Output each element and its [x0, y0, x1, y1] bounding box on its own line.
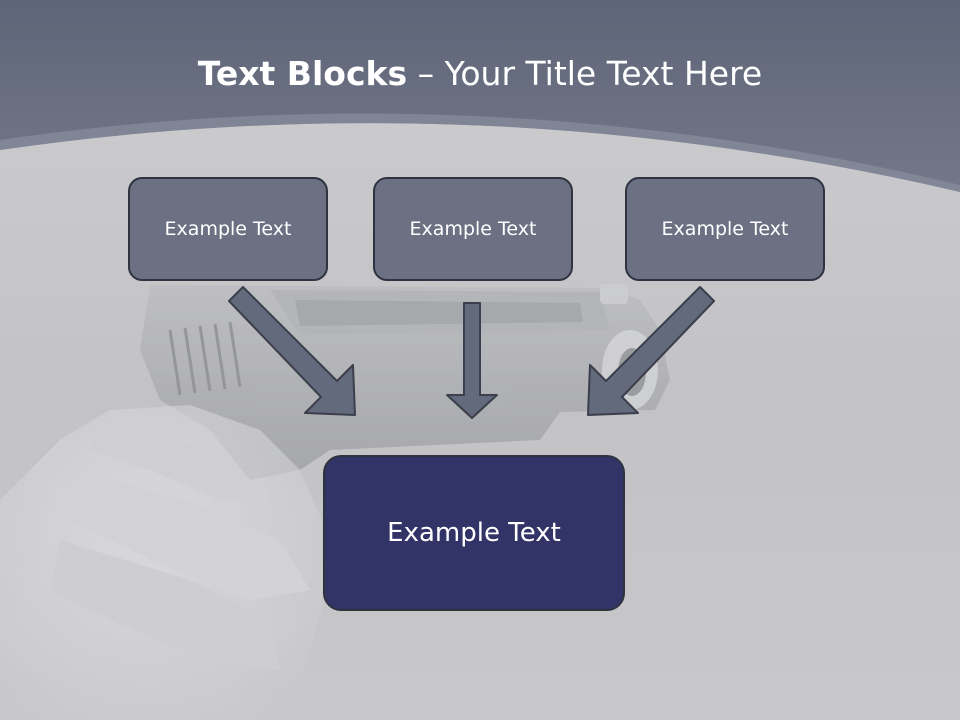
text-block-1: Example Text — [128, 177, 328, 281]
hand-photo — [0, 405, 322, 720]
text-block-3-label: Example Text — [661, 218, 789, 240]
text-block-2-label: Example Text — [409, 218, 537, 240]
title-rest: Your Title Text Here — [444, 54, 763, 93]
arrow-center — [446, 302, 498, 419]
title-bold: Text Blocks — [197, 54, 408, 93]
text-block-2: Example Text — [373, 177, 573, 281]
text-block-1-label: Example Text — [164, 218, 292, 240]
header-swoosh — [0, 113, 960, 192]
arrow-left — [228, 286, 356, 416]
target-text-block: Example Text — [323, 455, 625, 611]
title-dash: – — [407, 54, 445, 93]
text-block-3: Example Text — [625, 177, 825, 281]
arrow-right — [587, 286, 715, 416]
target-text-block-label: Example Text — [387, 518, 561, 548]
page-title: Text Blocks – Your Title Text Here — [0, 54, 960, 93]
